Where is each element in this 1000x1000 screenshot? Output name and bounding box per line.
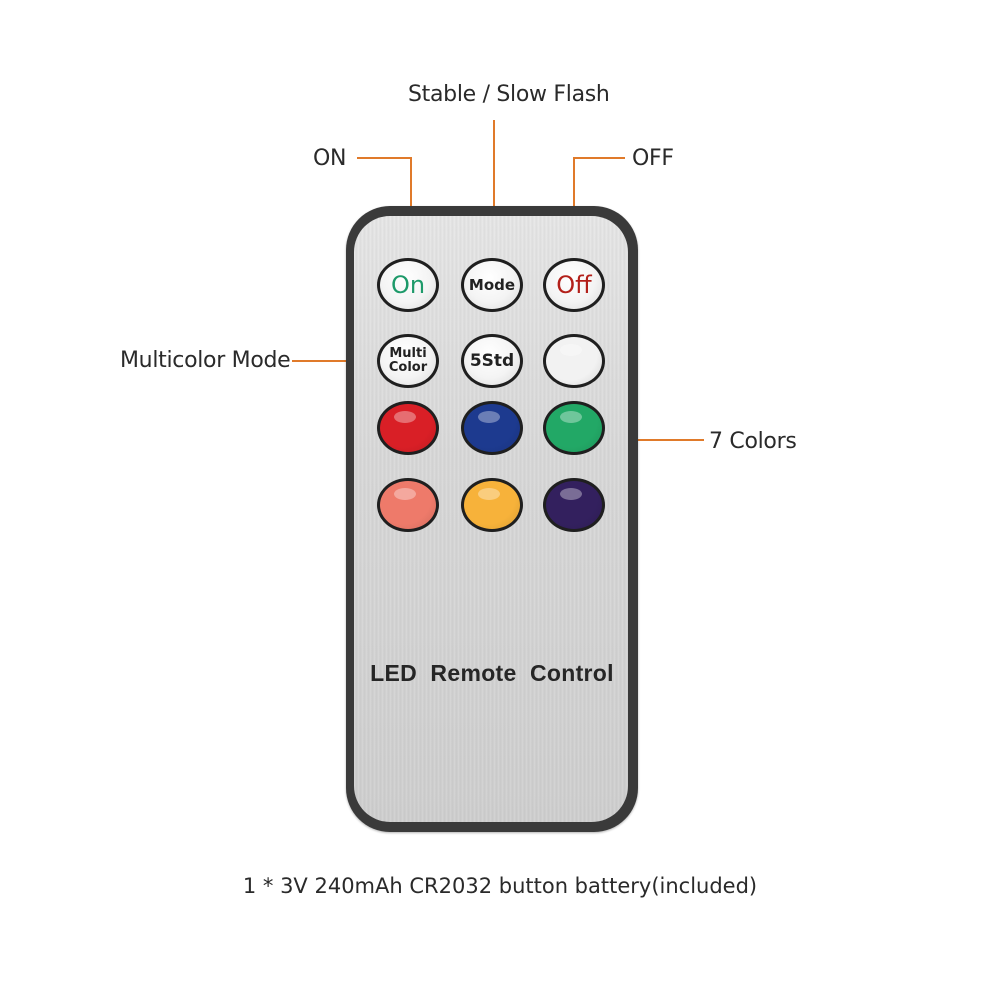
multi-color-button-label: Multi Color [389, 347, 427, 375]
stable-slow-flash-label: Stable / Slow Flash [408, 82, 610, 107]
red-color-button[interactable] [377, 401, 439, 455]
multi-color-button[interactable]: Multi Color [377, 334, 439, 388]
seven-colors-label: 7 Colors [709, 429, 797, 454]
multicolor-mode-label: Multicolor Mode [120, 348, 291, 373]
mode-button[interactable]: Mode [461, 258, 523, 312]
green-color-button[interactable] [543, 401, 605, 455]
std-button[interactable]: 5Std [461, 334, 523, 388]
salmon-color-button[interactable] [377, 478, 439, 532]
off-label: OFF [632, 146, 674, 171]
battery-caption: 1 * 3V 240mAh CR2032 button battery(incl… [242, 874, 758, 898]
purple-color-button[interactable] [543, 478, 605, 532]
white-color-button[interactable] [543, 334, 605, 388]
mode-button-label: Mode [468, 276, 516, 294]
on-button[interactable]: On [377, 258, 439, 312]
off-button-label: Off [556, 271, 592, 299]
brand-label: LED Remote Control [370, 660, 614, 686]
off-button[interactable]: Off [543, 258, 605, 312]
on-button-label: On [390, 271, 426, 299]
std-button-label: 5Std [469, 351, 515, 371]
amber-color-button[interactable] [461, 478, 523, 532]
blue-color-button[interactable] [461, 401, 523, 455]
multi-color-line2: Color [388, 360, 428, 375]
on-label: ON [313, 146, 347, 171]
remote-control: On Mode Off Multi Color 5Std [346, 206, 638, 832]
multi-color-line1: Multi [389, 346, 427, 361]
